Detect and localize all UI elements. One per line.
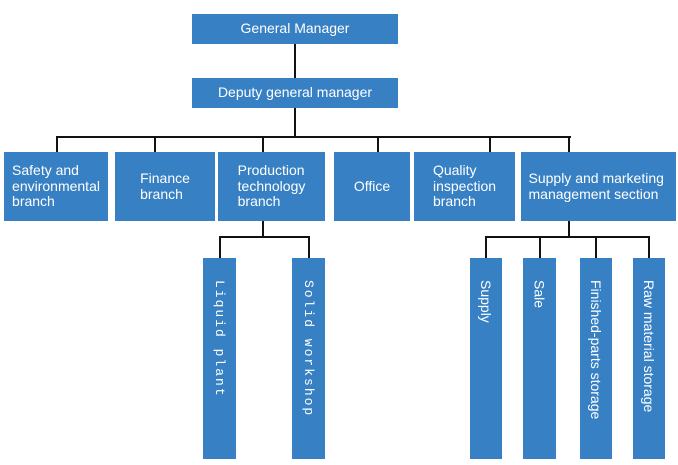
connector-deputy-to-bus (294, 108, 296, 138)
node-quality-inspection-branch: Quality inspection branch (414, 152, 515, 221)
node-solid-workshop: Solid workshop (292, 258, 325, 459)
node-label: General Manager (240, 20, 350, 37)
node-finance-branch: Finance branch (115, 152, 215, 221)
node-deputy-general-manager: Deputy general manager (192, 78, 398, 108)
node-label: Supply and marketing management section (528, 169, 664, 202)
connector-drop-office (377, 136, 379, 153)
connector-root-to-deputy (294, 44, 296, 78)
node-sale: Sale (523, 258, 556, 459)
connector-drop-sale (539, 236, 541, 258)
connector-drop-solid-workshop (308, 236, 310, 258)
connector-drop-raw-material (648, 236, 650, 258)
node-label: Production technology branch (237, 161, 306, 210)
connector-production-bus (219, 236, 310, 238)
node-label: Supply (478, 280, 494, 323)
connector-drop-finance (154, 136, 156, 153)
node-label: Deputy general manager (217, 84, 373, 101)
node-label: Raw material storage (641, 280, 657, 413)
node-supply-marketing-section: Supply and marketing management section (521, 152, 676, 221)
node-general-manager: General Manager (192, 14, 398, 44)
node-label: Finance branch (140, 169, 190, 202)
node-label: Safety and environmental branch (12, 161, 100, 210)
connector-supply-to-bus (568, 221, 570, 237)
connector-drop-supply-section (568, 136, 570, 153)
connector-production-to-bus (262, 221, 264, 237)
node-label: Liquid plant (212, 280, 227, 398)
connector-drop-finished-parts (595, 236, 597, 258)
connector-drop-safety (56, 136, 58, 153)
node-production-technology-branch: Production technology branch (218, 152, 325, 221)
connector-supply-bus (485, 236, 650, 238)
node-raw-material-storage: Raw material storage (633, 258, 665, 459)
node-supply: Supply (470, 258, 502, 459)
node-finished-parts-storage: Finished-parts storage (580, 258, 612, 459)
node-office: Office (334, 152, 410, 221)
node-label: Sale (531, 280, 548, 309)
node-label: Office (353, 177, 391, 194)
node-label: Finished-parts storage (588, 280, 604, 420)
connector-drop-production (262, 136, 264, 153)
node-liquid-plant: Liquid plant (203, 258, 236, 459)
node-label: Solid workshop (301, 280, 316, 418)
node-label: Quality inspection branch (432, 161, 497, 210)
connector-drop-liquid-plant (219, 236, 221, 258)
connector-drop-supply (485, 236, 487, 258)
connector-drop-quality (489, 136, 491, 153)
node-safety-environmental-branch: Safety and environmental branch (4, 152, 108, 221)
connector-branch-bus (56, 136, 571, 138)
